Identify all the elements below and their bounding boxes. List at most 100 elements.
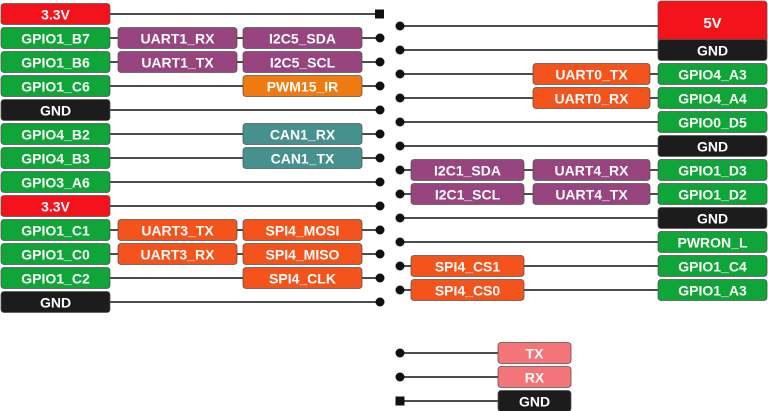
right-pin-8-func-i2c1-scl: I2C1_SCL	[410, 183, 525, 205]
right-pin-6: GND	[395, 135, 768, 157]
left-pin-9-dot-terminal	[375, 201, 385, 211]
right-pin-4-func-uart0-rx-box	[532, 87, 651, 109]
left-pin-11-func-uart3-rx: UART3_RX	[117, 243, 238, 265]
right-pin-10-name: PWRON_L	[657, 231, 768, 253]
left-pin-9: 3.3V	[0, 195, 385, 217]
left-pin-10-func-uart3-tx-label: UART3_TX	[141, 223, 214, 239]
legend-tx-swatch: TX	[497, 342, 572, 364]
right-pin-4-name-label: GPIO4_A4	[678, 91, 747, 107]
left-pin-4-name: GPIO1_C6	[0, 75, 111, 97]
left-pin-3-func-i2c5-scl-box	[242, 51, 363, 73]
left-pin-1: 3.3V	[0, 3, 384, 25]
right-pin-11-func-spi4-cs1-box	[410, 255, 525, 277]
legend-rx-dot-terminal	[395, 372, 405, 382]
right-pin-6-name-label: GND	[697, 139, 728, 155]
left-pin-2-name: GPIO1_B7	[0, 27, 111, 49]
legend-tx: TX	[395, 342, 572, 364]
right-pin-2: GND	[395, 39, 768, 61]
right-pin-6-name-box	[657, 135, 768, 157]
right-pin-4-func-uart0-rx-label: UART0_RX	[555, 91, 630, 107]
left-pin-4-dot-terminal	[375, 81, 385, 91]
right-pin-5-name-label: GPIO0_D5	[678, 115, 747, 131]
left-pin-2: GPIO1_B7 UART1_RX I2C5_SDA	[0, 27, 385, 49]
left-pin-13: GND	[0, 291, 385, 313]
left-pin-10-func-spi4-mosi-box	[242, 219, 363, 241]
left-pin-1-name-label: 3.3V	[41, 7, 70, 23]
left-pin-7: GPIO4_B3 CAN1_TX	[0, 147, 385, 169]
right-pin-8-func-uart4-tx-box	[532, 183, 651, 205]
left-pin-2-func-uart1-rx: UART1_RX	[117, 27, 238, 49]
left-pin-1-name: 3.3V	[0, 3, 111, 25]
left-pin-13-name: GND	[0, 291, 111, 313]
legend-rx-swatch: RX	[497, 366, 572, 388]
left-pin-7-name-box	[0, 147, 111, 169]
right-pin-11-dot-terminal	[395, 261, 405, 271]
left-pin-12-name: GPIO1_C2	[0, 267, 111, 289]
right-pin-12-func-spi4-cs0-box	[410, 279, 525, 301]
left-pin-10-func-spi4-mosi: SPI4_MOSI	[242, 219, 363, 241]
left-pin-10-name-label: GPIO1_C1	[21, 223, 90, 239]
left-pin-12-name-box	[0, 267, 111, 289]
left-pin-2-func-uart1-rx-label: UART1_RX	[141, 31, 216, 47]
left-pin-9-name: 3.3V	[0, 195, 111, 217]
left-pin-13-name-box	[0, 291, 111, 313]
left-pin-11-func-spi4-miso: SPI4_MISO	[242, 243, 363, 265]
right-pin-5-dot-terminal	[395, 117, 405, 127]
left-pin-11-name-box	[0, 243, 111, 265]
right-pin-1-dot-terminal	[395, 21, 405, 31]
left-pin-8-name-label: GPIO3_A6	[21, 175, 90, 191]
left-pin-6-name-label: GPIO4_B2	[21, 127, 90, 143]
left-pin-2-func-i2c5-sda-box	[242, 27, 363, 49]
left-pin-3-func-i2c5-scl: I2C5_SCL	[242, 51, 363, 73]
left-pin-1-name-box	[0, 3, 111, 25]
left-pin-3-name-label: GPIO1_B6	[21, 55, 90, 71]
left-pin-5-name-label: GND	[40, 103, 71, 119]
legend-tx-swatch-label: TX	[526, 346, 545, 362]
left-pin-7-func-can1-tx: CAN1_TX	[242, 147, 363, 169]
right-pin-8-func-uart4-tx: UART4_TX	[532, 183, 651, 205]
left-pin-3-name-box	[0, 51, 111, 73]
legend-tx-dot-terminal	[395, 348, 405, 358]
right-pin-8-name-label: GPIO1_D2	[678, 187, 747, 203]
left-pin-8-name: GPIO3_A6	[0, 171, 111, 193]
left-pin-2-name-box	[0, 27, 111, 49]
right-pin-12-name-box	[657, 279, 768, 301]
left-pin-3-dot-terminal	[375, 57, 385, 67]
right-pin-12-func-spi4-cs0: SPI4_CS0	[410, 279, 525, 301]
right-pin-1-name: 5V	[657, 0, 768, 46]
right-pin-7-name: GPIO1_D3	[657, 159, 768, 181]
left-pin-5-name: GND	[0, 99, 111, 121]
left-pin-2-func-i2c5-sda-label: I2C5_SDA	[269, 31, 336, 47]
left-pin-10-name-box	[0, 219, 111, 241]
left-pin-10: GPIO1_C1 UART3_TX SPI4_MOSI	[0, 219, 385, 241]
left-pin-9-name-label: 3.3V	[41, 199, 70, 215]
right-pin-2-name: GND	[657, 39, 768, 61]
right-pin-12-dot-terminal	[395, 285, 405, 295]
legend-gnd-square-terminal	[395, 396, 405, 406]
legend-rx-swatch-label: RX	[525, 370, 545, 386]
left-pin-4-name-box	[0, 75, 111, 97]
right-pin-7-name-label: GPIO1_D3	[678, 163, 747, 179]
legend-rx: RX	[395, 366, 572, 388]
left-pin-7-name-label: GPIO4_B3	[21, 151, 90, 167]
legend-tx-swatch-box	[497, 342, 572, 364]
left-pin-6-name: GPIO4_B2	[0, 123, 111, 145]
right-pin-6-name: GND	[657, 135, 768, 157]
left-pin-11-func-uart3-rx-box	[117, 243, 238, 265]
left-pin-12: GPIO1_C2 SPI4_CLK	[0, 267, 385, 289]
left-pin-12-func-spi4-clk-box	[242, 267, 363, 289]
left-pin-5-dot-terminal	[375, 105, 385, 115]
right-pin-11-func-spi4-cs1-label: SPI4_CS1	[435, 259, 501, 275]
right-pin-1-name-label: 5V	[703, 15, 721, 32]
left-pin-12-func-spi4-clk: SPI4_CLK	[242, 267, 363, 289]
right-pin-8: I2C1_SCL UART4_TX GPIO1_D2	[395, 183, 768, 205]
right-pin-3-name-label: GPIO4_A3	[678, 67, 747, 83]
right-pin-4-dot-terminal	[395, 93, 405, 103]
left-pin-11-name: GPIO1_C0	[0, 243, 111, 265]
right-pin-10-name-label: PWRON_L	[678, 235, 748, 251]
